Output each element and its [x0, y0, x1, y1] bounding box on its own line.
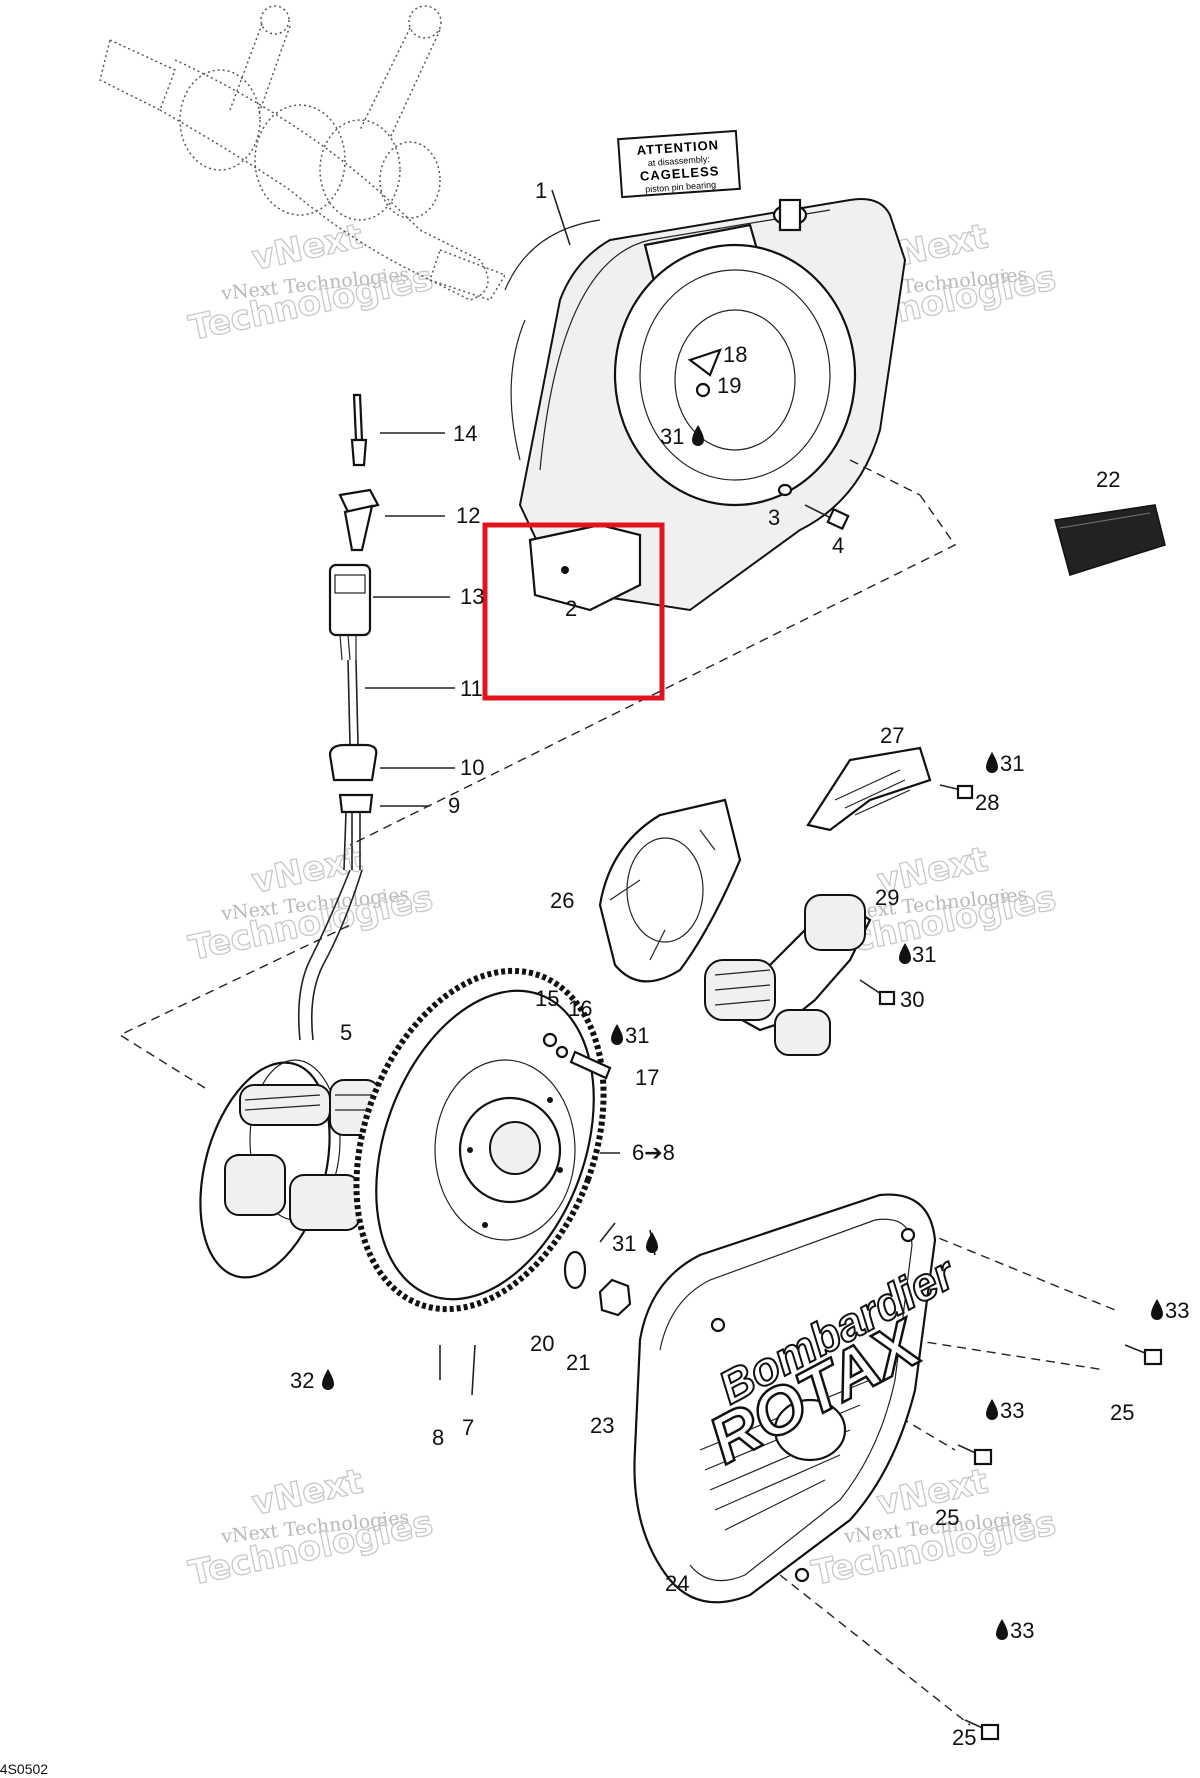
- small-hardware: [542, 1032, 632, 1317]
- bolt-part-25-c: [964, 1719, 1000, 1741]
- svg-text:CAGELESS: CAGELESS: [639, 163, 719, 184]
- crankshaft-dotted: [99, 5, 507, 301]
- callout-12: 12: [456, 503, 480, 528]
- oil-drop-icon: [986, 1399, 998, 1420]
- callout-16: 16: [568, 996, 592, 1021]
- callout-30: 30: [900, 987, 924, 1012]
- watermark-mid-left: vNext vNext Technologies Technologies: [185, 839, 437, 970]
- svg-text:32: 32: [290, 1368, 314, 1393]
- sensor-assembly: [297, 393, 380, 1041]
- plate-part-26: [598, 798, 742, 983]
- guide-line-cover-4: [779, 1574, 971, 1726]
- callout-2: 2: [565, 596, 577, 621]
- watermark-top-left: vNext vNext Technologies Technologies: [185, 216, 437, 350]
- svg-text:33: 33: [1000, 1398, 1024, 1423]
- callout-22: 22: [1096, 467, 1120, 492]
- guide-line-left: [118, 924, 351, 1089]
- cover-part-24: Bombardier ROTAX: [633, 1193, 965, 1604]
- svg-text:Technologies: Technologies: [186, 878, 437, 969]
- callout-1: 1: [535, 178, 547, 203]
- callout-25-b: 25: [935, 1505, 959, 1530]
- callout-31-b: 31: [986, 751, 1024, 776]
- callout-32: 32: [290, 1368, 334, 1393]
- bolt-part-25-a: [1124, 1344, 1163, 1366]
- callout-15: 15: [535, 986, 559, 1011]
- svg-text:piston pin bearing: piston pin bearing: [645, 179, 717, 194]
- callout-21: 21: [566, 1350, 590, 1375]
- svg-text:ATTENTION: ATTENTION: [636, 137, 719, 158]
- callout-17: 17: [635, 1065, 659, 1090]
- oil-drop-icon: [322, 1369, 334, 1390]
- callout-13: 13: [460, 584, 484, 609]
- callout-33-a: 33: [1151, 1298, 1189, 1323]
- callout-31-e: 31: [612, 1231, 658, 1256]
- callout-29: 29: [875, 885, 899, 910]
- oil-drop-icon: [1151, 1299, 1163, 1320]
- callout-11: 11: [460, 676, 483, 701]
- flywheel-part-6: [353, 967, 607, 1313]
- callout-7: 7: [462, 1415, 474, 1440]
- callout-31-a: 31: [660, 424, 704, 449]
- oil-drop-icon: [899, 943, 911, 964]
- callout-4: 4: [832, 533, 844, 558]
- stator-part-29: [704, 894, 896, 1056]
- svg-text:31: 31: [1000, 751, 1024, 776]
- oil-drop-icon: [611, 1024, 623, 1045]
- callout-9: 9: [448, 793, 460, 818]
- guide-line-right: [849, 459, 921, 496]
- oil-drop-icon: [646, 1232, 658, 1253]
- bolt-part-25-b: [957, 1444, 993, 1466]
- highlight-box: [482, 522, 665, 701]
- callout-18: 18: [723, 342, 747, 367]
- callout-33-b: 33: [986, 1398, 1024, 1423]
- callout-24: 24: [665, 1571, 689, 1596]
- callout-20: 20: [530, 1331, 554, 1356]
- watermark-bottom-left: vNext vNext Technologies Technologies: [185, 1461, 437, 1595]
- stator-part-5: [199, 1059, 381, 1279]
- attention-label: ATTENTION at disassembly: CAGELESS pisto…: [617, 129, 741, 199]
- block-part-22: [1054, 504, 1166, 576]
- callout-28: 28: [975, 790, 999, 815]
- svg-text:33: 33: [1010, 1618, 1034, 1643]
- svg-text:Technologies: Technologies: [186, 258, 437, 349]
- callout-5: 5: [340, 1020, 352, 1045]
- callout-27: 27: [880, 723, 904, 748]
- callout-25-a: 25: [1110, 1400, 1134, 1425]
- bolt-part-4: [804, 504, 850, 531]
- oil-drop-icon: [996, 1619, 1008, 1640]
- coil-part-27: [806, 746, 974, 832]
- callout-31-c: 31: [899, 942, 936, 967]
- svg-text:31: 31: [612, 1231, 636, 1256]
- svg-text:33: 33: [1165, 1298, 1189, 1323]
- callout-6: 6➔8: [632, 1140, 675, 1165]
- callout-33-c: 33: [996, 1618, 1034, 1643]
- callout-14: 14: [453, 421, 477, 446]
- callout-26: 26: [550, 888, 574, 913]
- callouts: 1 2 3 4 5 6➔8 7 8 9 10 11 13 12 14 15 16…: [290, 178, 1189, 1750]
- callout-19: 19: [717, 373, 741, 398]
- guide-line-upper: [349, 494, 957, 846]
- oil-drop-icon: [692, 425, 704, 446]
- callout-23: 23: [590, 1413, 614, 1438]
- reference-code: 04S0502: [0, 1761, 48, 1777]
- svg-text:31: 31: [912, 942, 936, 967]
- callout-3: 3: [768, 505, 780, 530]
- callout-31-d: 31: [611, 1023, 649, 1048]
- svg-text:31: 31: [625, 1023, 649, 1048]
- oil-drop-icon: [986, 752, 998, 773]
- magneto-housing: [504, 198, 907, 612]
- svg-text:31: 31: [660, 424, 684, 449]
- callout-8: 8: [432, 1425, 444, 1450]
- callout-10: 10: [460, 755, 484, 780]
- leader-lines: [365, 189, 656, 1396]
- callout-25-c: 25: [952, 1725, 976, 1750]
- svg-text:at disassembly:: at disassembly:: [648, 154, 711, 168]
